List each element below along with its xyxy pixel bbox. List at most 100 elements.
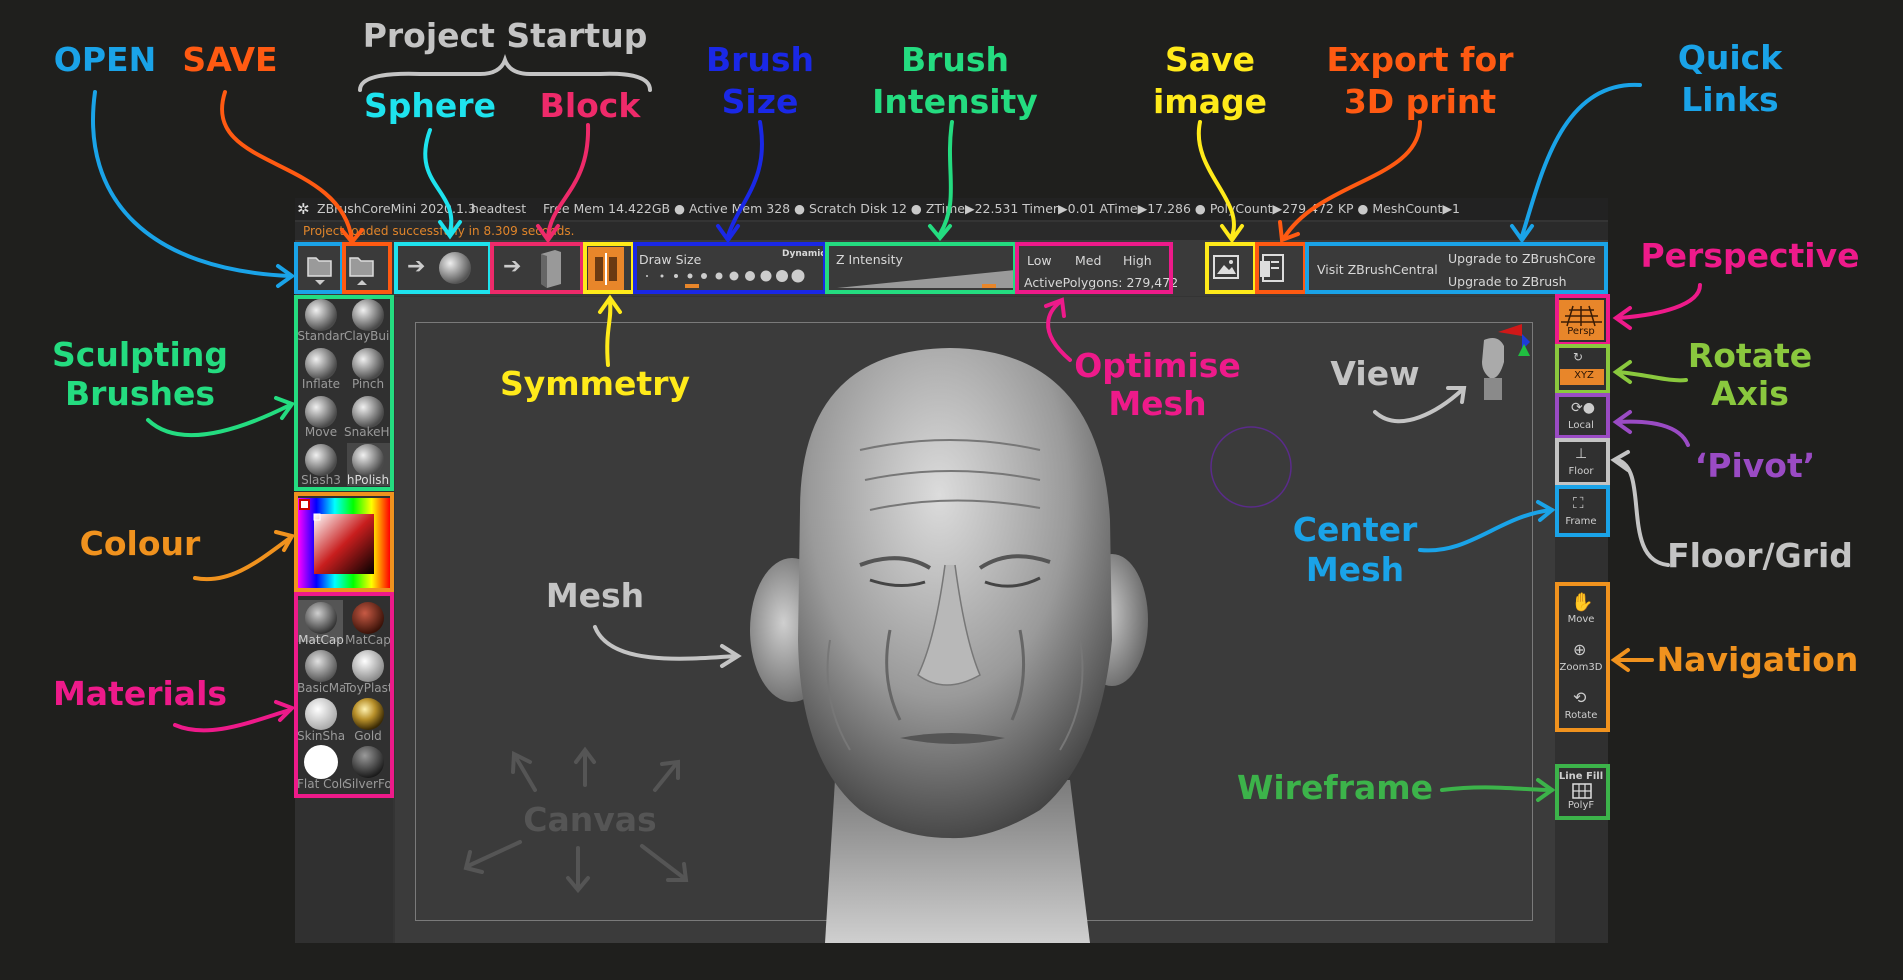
local-label: Local [1568, 420, 1594, 431]
draw-size-slider[interactable]: Draw Size Dynamic [635, 244, 826, 292]
label-quick-links-1: Quick [1677, 38, 1783, 77]
open-button[interactable] [305, 250, 335, 286]
file-name: headtest [471, 201, 527, 216]
rotate-icon: ⟲ [1573, 688, 1587, 707]
label-center-mesh-2: Mesh [1305, 550, 1405, 589]
export-icon [1260, 254, 1284, 282]
material-flat-color[interactable]: Flat Colo [297, 777, 345, 791]
material-matcap-grey[interactable]: MatCap [298, 633, 344, 647]
sphere-startup-button[interactable]: ➔ [407, 248, 477, 288]
perspective-grid-icon [1561, 305, 1602, 327]
floor-button[interactable]: ⊥ Floor [1559, 442, 1604, 480]
wireframe-highlight [1555, 764, 1610, 820]
floor-grid-icon: ⊥ [1575, 446, 1588, 462]
local-button[interactable]: ⟳● Local [1559, 398, 1604, 434]
colour-wheel [298, 498, 390, 588]
draw-size-label: Draw Size [639, 252, 702, 267]
material-silverfoil[interactable]: SilverFo [344, 777, 392, 791]
block-icon [541, 250, 561, 288]
xyz-button[interactable]: XYZ [1560, 369, 1604, 385]
arrow-right-icon: ➔ [407, 254, 426, 279]
draw-size-dots [646, 269, 805, 288]
brush-move[interactable]: Move [304, 425, 338, 439]
low-button[interactable]: Low [1027, 253, 1052, 268]
save-highlight [342, 242, 392, 294]
polyframe-button[interactable]: Line Fill PolyF [1559, 770, 1604, 814]
active-polygons: ActivePolygons: 279,472 [1024, 275, 1179, 290]
med-button[interactable]: Med [1075, 253, 1102, 268]
label-symmetry: Symmetry [500, 364, 690, 403]
linefill-label: Line Fill [1558, 771, 1604, 782]
material-matcap-red[interactable]: MatCap [345, 633, 391, 647]
brush-snakehook[interactable]: SnakeHo [344, 425, 392, 439]
brush-standard[interactable]: Standar [297, 329, 345, 343]
high-button[interactable]: High [1123, 253, 1152, 268]
head-mesh[interactable] [740, 340, 1160, 943]
z-intensity-label: Z Intensity [836, 252, 903, 267]
right-panel [1555, 296, 1608, 943]
brush-hpolish[interactable]: hPolish [346, 473, 390, 487]
brush-claybuildup[interactable]: ClayBuil [344, 329, 392, 343]
export-3d-print-button[interactable] [1257, 252, 1287, 284]
image-icon [1213, 255, 1239, 279]
material-skinshade[interactable]: SkinSha [297, 729, 345, 743]
frame-icon: ⛶ [1573, 494, 1584, 512]
view-gizmo-icon[interactable] [1460, 322, 1532, 404]
material-basic[interactable]: BasicMa [297, 681, 345, 695]
label-materials: Materials [52, 674, 228, 713]
label-colour: Colour [79, 524, 201, 563]
material-gold[interactable]: Gold [354, 729, 382, 743]
symmetry-icon [595, 253, 617, 285]
label-save-image-2: image [1153, 82, 1267, 121]
brushes-highlight [294, 295, 394, 491]
pivot-highlight [1555, 393, 1610, 439]
persp-label: Persp [1567, 326, 1595, 337]
frame-button[interactable]: ⛶ Frame [1559, 490, 1604, 532]
zoom3d-nav-button[interactable]: ⊕ Zoom3D [1559, 640, 1604, 676]
label-save-image-1: Save [1165, 40, 1255, 79]
brush-pinch[interactable]: Pinch [351, 377, 385, 391]
colour-picker[interactable] [298, 498, 390, 588]
material-grid [296, 598, 392, 794]
upgrade-zbrush-link[interactable]: Upgrade to ZBrush [1448, 274, 1567, 289]
hand-icon: ✋ [1571, 592, 1594, 613]
rotate-nav-button[interactable]: ⟲ Rotate [1559, 688, 1604, 724]
visit-zbrushcentral-link[interactable]: Visit ZBrushCentral [1317, 262, 1438, 277]
rotate-label: Rotate [1564, 710, 1598, 721]
label-brush-intensity-1: Brush [900, 40, 1010, 79]
save-image-button[interactable] [1211, 252, 1241, 284]
xyz-label: XYZ [1574, 370, 1594, 381]
label-project-startup: Project Startup [362, 16, 648, 55]
brush-slash3[interactable]: Slash3 [301, 473, 341, 487]
floor-highlight [1555, 438, 1610, 486]
top-toolbar: ➔ ➔ Draw Size Dynamic [295, 240, 1608, 296]
dynamic-label[interactable]: Dynamic [782, 249, 826, 259]
label-view: View [1330, 354, 1420, 393]
move-label: Move [1567, 614, 1595, 625]
label-rotate-axis-1: Rotate [1687, 336, 1813, 375]
polyf-label: PolyF [1567, 800, 1595, 811]
upgrade-core-link[interactable]: Upgrade to ZBrushCore [1448, 251, 1596, 266]
optimise-mesh-highlight [1015, 242, 1173, 294]
label-sculpting-1: Sculpting [52, 335, 228, 374]
persp-button[interactable]: Persp [1559, 300, 1604, 340]
brush-grid [296, 298, 392, 488]
label-block: Block [539, 86, 641, 125]
material-toyplastic[interactable]: ToyPlast [344, 681, 392, 695]
rotate-y-icon: ↻ [1573, 350, 1584, 364]
brush-inflate[interactable]: Inflate [301, 377, 341, 391]
label-export-2: 3D print [1343, 82, 1497, 121]
label-wireframe: Wireframe [1236, 768, 1434, 807]
symmetry-button[interactable] [588, 247, 624, 291]
sphere-icon [439, 252, 471, 284]
colour-highlight [294, 492, 394, 592]
z-intensity-slider[interactable]: Z Intensity [832, 244, 1017, 292]
block-startup-button[interactable]: ➔ [503, 248, 573, 288]
wireframe-grid-icon [1572, 783, 1592, 799]
rotate-axis-control[interactable]: ↻ XYZ [1559, 347, 1604, 387]
label-center-mesh-1: Center [1292, 510, 1418, 549]
zoom3d-label: Zoom3D [1559, 662, 1603, 673]
zbrush-logo-icon: ✲ [297, 200, 310, 218]
move-nav-button[interactable]: ✋ Move [1559, 592, 1604, 628]
save-button[interactable] [347, 250, 377, 286]
